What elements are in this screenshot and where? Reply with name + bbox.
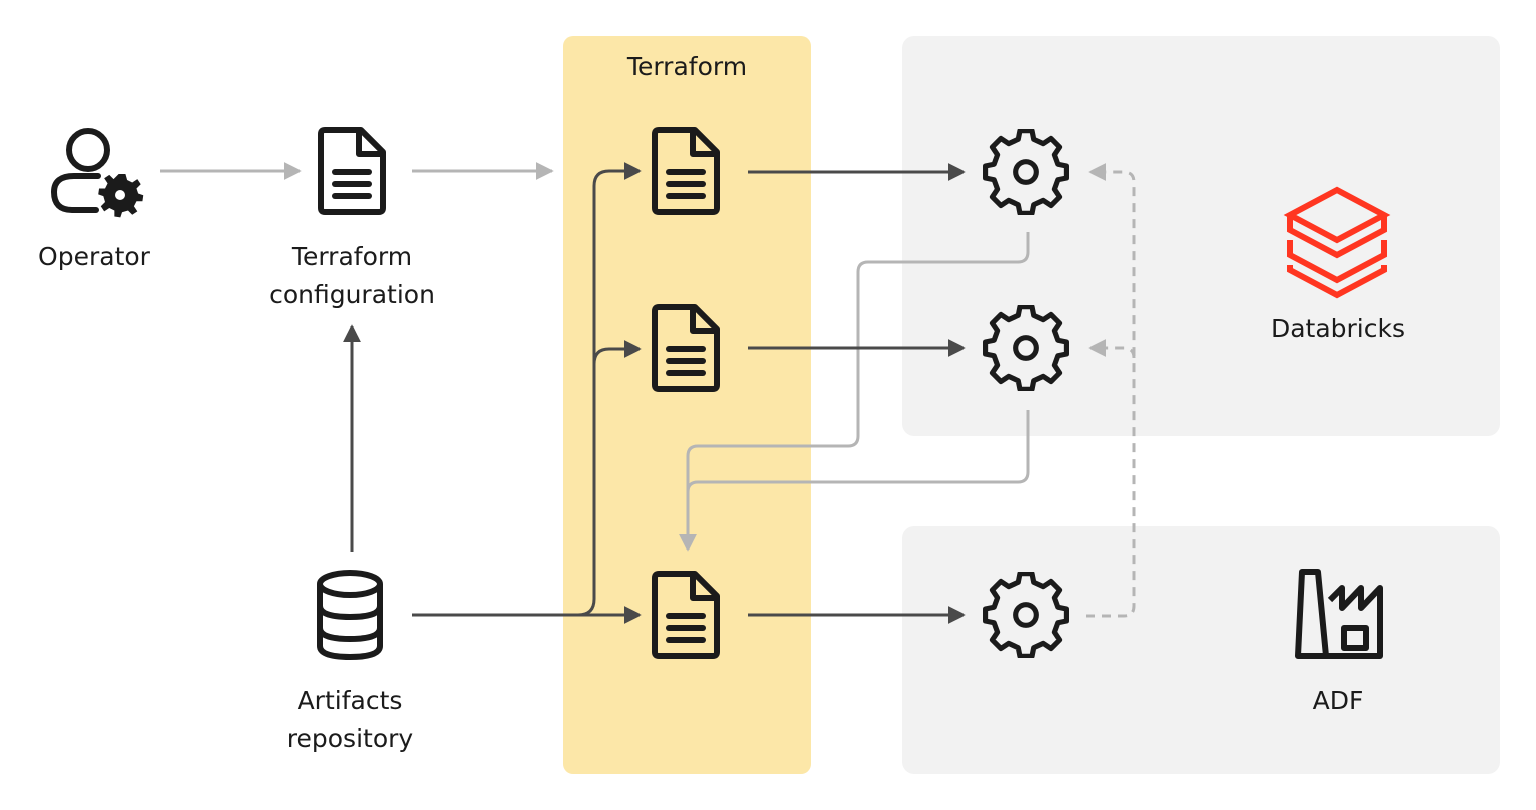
databricks-panel (902, 36, 1500, 436)
repo-label-line2: repository (286, 724, 414, 753)
operator-label: Operator (38, 242, 150, 271)
terraform-panel (563, 36, 811, 774)
terraform-panel-title: Terraform (626, 52, 748, 81)
repo-label-line1: Artifacts (297, 686, 403, 715)
databricks-label: Databricks (1270, 314, 1406, 343)
user-gear-icon (51, 128, 144, 218)
config-label-line2: configuration (269, 280, 435, 309)
adf-label: ADF (1312, 686, 1364, 715)
arrow-resource-1-to-doc-3 (679, 232, 1030, 552)
arrow-resource-2-to-doc-3 (686, 410, 1030, 550)
config-label-line1: Terraform (291, 242, 413, 271)
factory-icon (1295, 569, 1383, 659)
databricks-logo-icon (1283, 186, 1391, 299)
arrow-repo-to-doc-2 (592, 340, 642, 365)
config-document-icon (321, 130, 383, 212)
adf-panel (902, 526, 1500, 774)
database-icon (317, 570, 383, 660)
dashed-adf-dependency-branch (1088, 339, 1136, 359)
arrow-repo-to-doc-1 (577, 162, 642, 617)
